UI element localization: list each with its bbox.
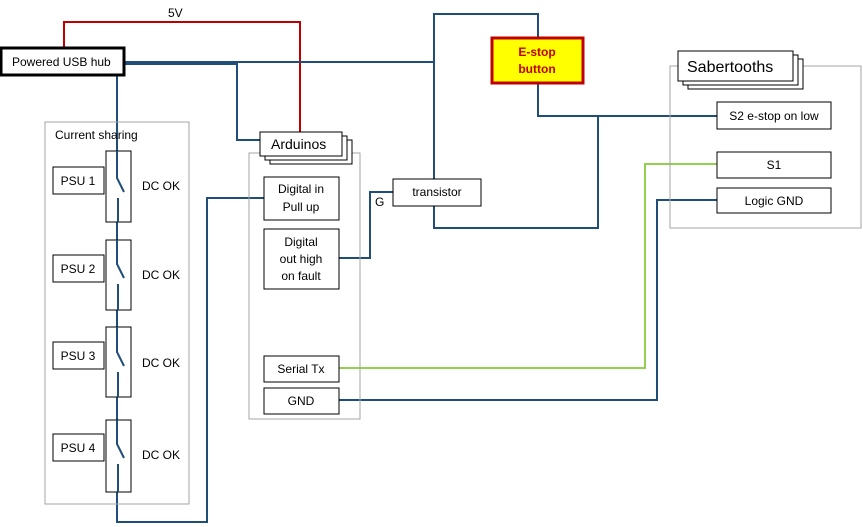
- wire-transistor-emitter: [433, 62, 599, 229]
- usb-hub-box: [0, 46, 126, 77]
- digital-out-line3: on fault: [281, 269, 321, 283]
- psu-1-status: DC OK: [142, 179, 180, 193]
- wire-5v: [63, 21, 301, 133]
- psu-4-status: DC OK: [142, 448, 180, 462]
- gnd-box: [263, 387, 340, 415]
- estop-button: [490, 36, 585, 85]
- serial-tx-box: [263, 355, 340, 383]
- psu-1-switch-icon: [116, 151, 125, 222]
- gate-label: G: [375, 195, 384, 209]
- label-5v: 5V: [168, 6, 183, 20]
- arduinos-title: Arduinos: [271, 136, 326, 152]
- serial-tx-label: Serial Tx: [277, 362, 324, 376]
- digital-out-line2: out high: [280, 252, 323, 266]
- digital-in-line1: Digital in: [278, 182, 324, 196]
- psu-4-label: PSU 4: [61, 441, 96, 455]
- logic-gnd-label: Logic GND: [745, 194, 804, 208]
- psu-1-label: PSU 1: [61, 174, 96, 188]
- s1-label: S1: [767, 158, 782, 172]
- estop-label-line1: E-stop: [518, 45, 555, 59]
- psu-2-label: PSU 2: [61, 262, 96, 276]
- psu-2-status: DC OK: [142, 268, 180, 282]
- psu-4-box: [52, 433, 105, 462]
- s1-box: [716, 151, 832, 179]
- s2-label: S2 e-stop on low: [729, 109, 819, 123]
- psu-4-switch-icon: [116, 420, 125, 492]
- wire-gnd-to-logic-gnd: [339, 199, 717, 401]
- gnd-label: GND: [288, 394, 315, 408]
- transistor-label: transistor: [412, 185, 461, 199]
- estop-label-line2: button: [518, 62, 555, 76]
- psu-2-switch-icon: [116, 240, 125, 310]
- psu-3-box: [52, 341, 105, 370]
- wire-estop-to-s2: [537, 83, 717, 117]
- current-sharing-title: Current sharing: [55, 128, 138, 142]
- wire-serial-tx-to-s1: [339, 163, 717, 369]
- psu-2-box: [52, 254, 105, 283]
- digital-in-line2: Pull up: [283, 200, 320, 214]
- digital-out-line1: Digital: [284, 235, 317, 249]
- digital-in-box: [263, 176, 340, 221]
- arduinos-stack-1: [259, 131, 343, 157]
- current-sharing-group: [44, 121, 190, 505]
- wire-digital-out-to-gate: [339, 191, 393, 259]
- usb-hub-label: Powered USB hub: [12, 55, 111, 69]
- psu-3-status: DC OK: [142, 356, 180, 370]
- digital-out-box: [263, 228, 340, 290]
- psu-3-label: PSU 3: [61, 349, 96, 363]
- psu-1-box: [52, 166, 105, 195]
- sabertooths-title: Sabertooths: [687, 59, 773, 76]
- wire-usb-to-arduinos: [124, 63, 260, 141]
- psu-1-switch-box: [105, 150, 132, 223]
- sabertooths-stack-1: [677, 50, 794, 82]
- transistor-box: [392, 178, 482, 207]
- s2-box: [716, 101, 832, 130]
- logic-gnd-box: [716, 187, 832, 214]
- psu-3-switch-icon: [116, 327, 125, 397]
- wire-transistor-to-estop: [433, 13, 539, 62]
